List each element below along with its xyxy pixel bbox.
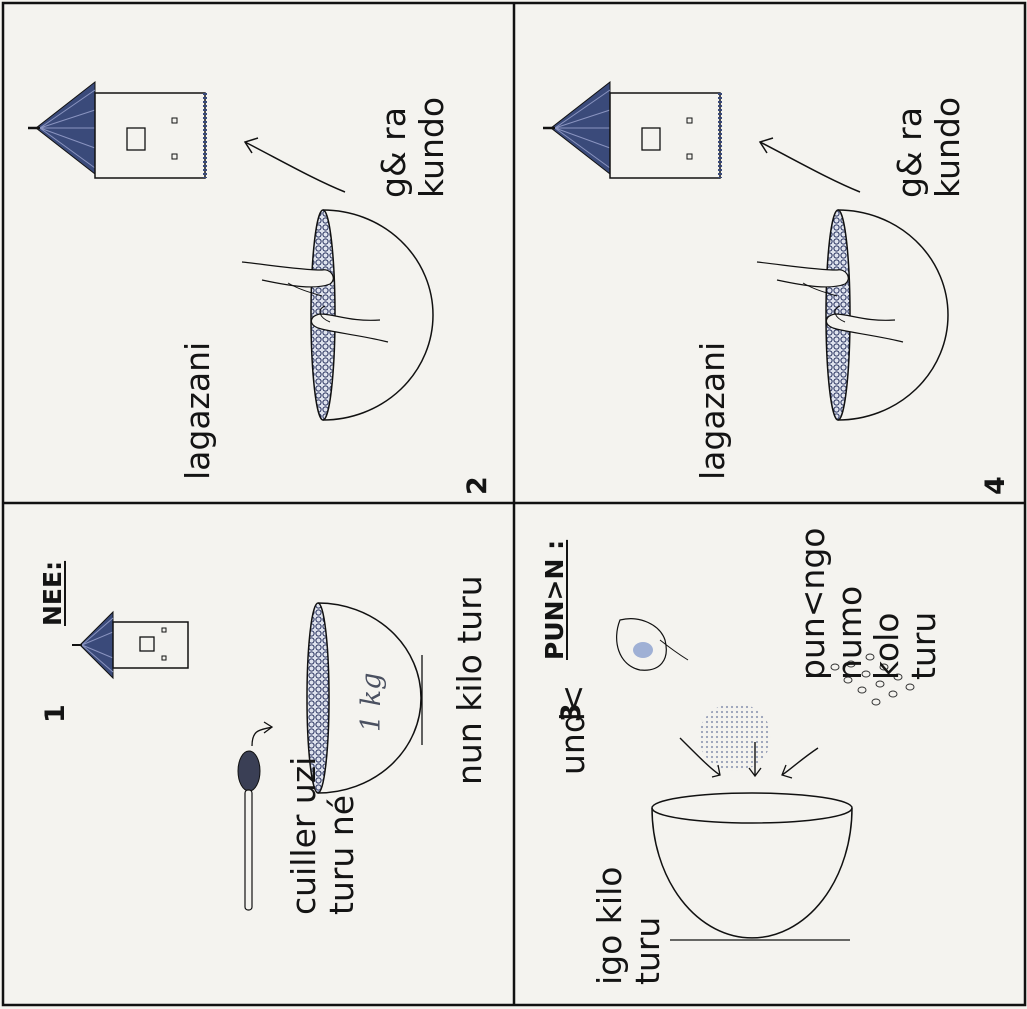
arrow-icon [760,142,860,192]
hut-icon [28,82,205,178]
panel-3-middle-label: und< [555,685,591,775]
panel-1-heading: NEE: [38,561,67,626]
spoon-label-line-1: cuiller uzi [286,757,322,915]
panel-1-bottom-label: nun kilo turu [452,575,488,785]
panel-3-right-label-line-3: kolo [869,613,905,680]
spoon-label-line-2: turu né [324,795,360,915]
panel-3-left-label-line-1: igo kilo [592,867,628,985]
hand-icon [617,619,688,671]
panel-2-number: 2 [462,476,493,495]
panel-3-heading: PUN>N : [540,540,569,660]
panel-3-right-label-line-4: turu [906,612,942,680]
panel-2-right-label-line-2: kundo [414,97,450,198]
panel-4-right-label-line-1: g& ra [892,107,928,198]
spoon-icon [238,751,260,910]
panel-3-left-label-line-2: turu [630,917,666,985]
arrow-icon [782,748,818,775]
arrow-icon [245,142,345,192]
bowl-marking: 1 kg [356,673,387,732]
panel-4-left-label: lagazani [695,342,731,480]
hut-icon [543,82,720,178]
panel-3-right-label-line-1: pun<ngo [795,528,831,680]
panel-3-right-label-line-2: numo [832,586,868,680]
panel-4-number: 4 [980,476,1011,495]
panel-4-right-label-line-2: kundo [930,97,966,198]
panel-1-number: 1 [40,704,71,723]
hut-icon [72,612,188,678]
panel-2-left-label: lagazani [180,342,216,480]
powder-icon [699,703,771,771]
panel-2-right-label-line-1: g& ra [376,107,412,198]
bowl-icon [652,793,852,940]
